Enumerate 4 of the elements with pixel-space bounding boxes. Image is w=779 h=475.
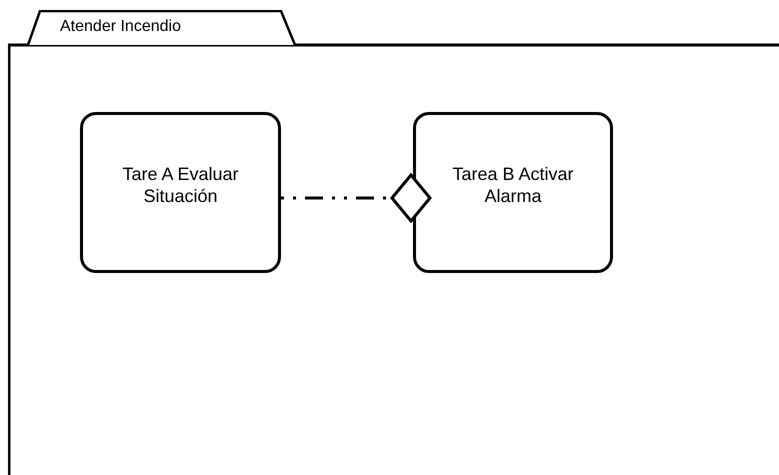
connector bbox=[281, 174, 432, 222]
package-title: Atender Incendio bbox=[60, 17, 181, 37]
task-box: Tare A Evaluar Situación bbox=[80, 112, 281, 273]
task-box: Tarea B Activar Alarma bbox=[413, 112, 613, 273]
